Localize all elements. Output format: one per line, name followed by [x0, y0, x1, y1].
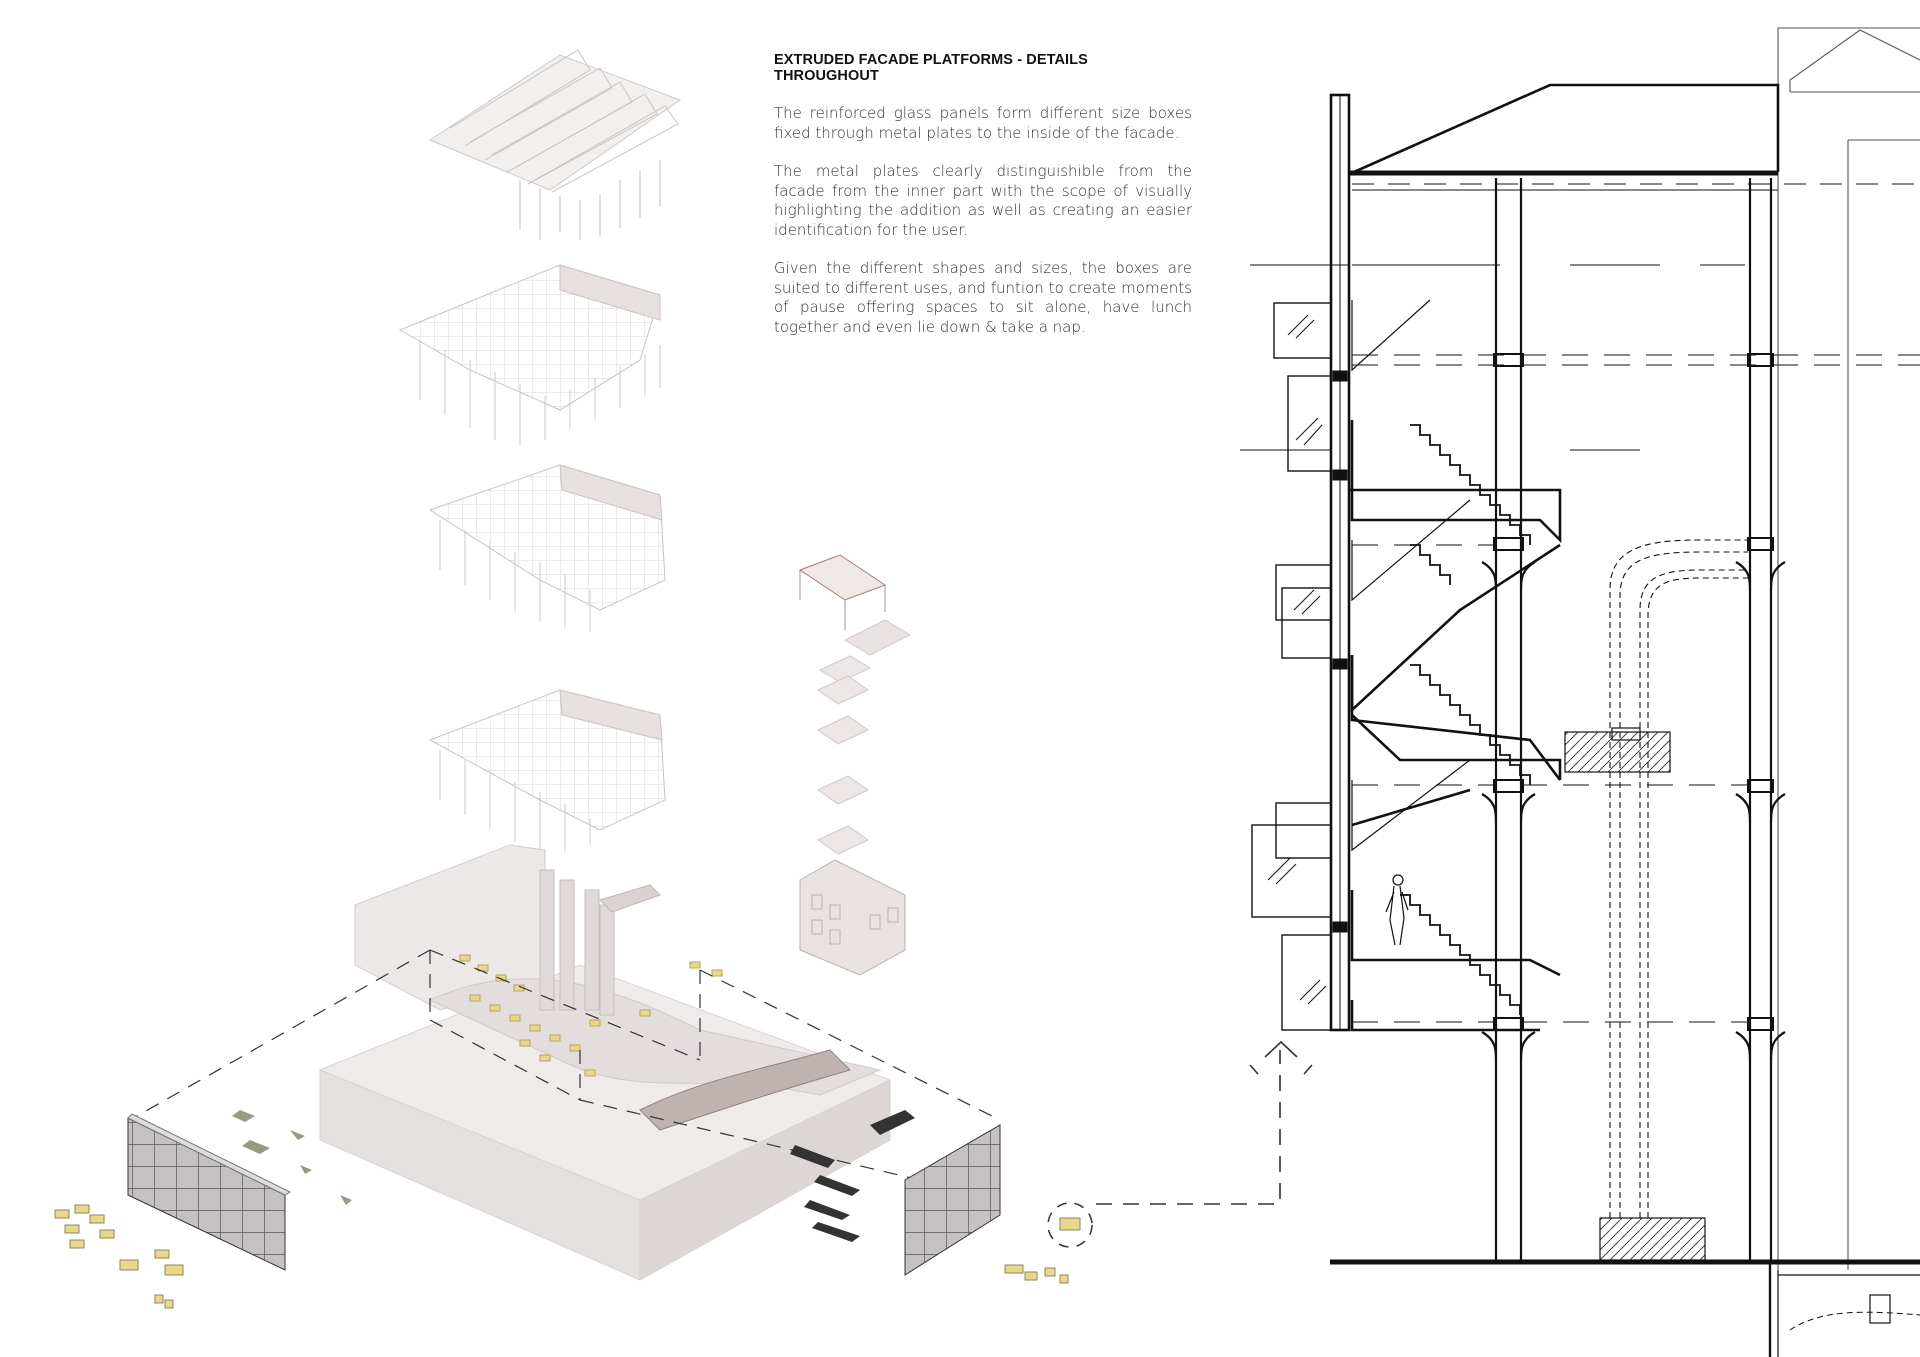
adjacent-building — [1777, 27, 1920, 1270]
duct-lines — [1609, 539, 1748, 1218]
description-paragraph-1: The reinforced glass panels form differe… — [774, 104, 1192, 142]
ground-floor-model — [318, 844, 892, 1281]
description-paragraph-2: The metal plates clearly distinguishible… — [774, 162, 1192, 239]
reference-lines — [1240, 264, 1745, 451]
level-one-model — [428, 689, 666, 852]
furniture-scatter — [54, 1204, 1069, 1309]
facade-panel-left — [127, 1110, 352, 1271]
section-drawing — [1240, 27, 1920, 1357]
section-heading: EXTRUDED FACADE PLATFORMS - DETAILS THRO… — [774, 52, 1088, 84]
landing-platforms — [1564, 727, 1706, 1261]
glass-platform-boxes — [1251, 302, 1332, 1031]
floor-lines — [1352, 354, 1920, 1023]
exploded-guide-lines — [129, 949, 1001, 1181]
description-paragraph-3: Given the different shapes and sizes, th… — [774, 259, 1192, 336]
callout-leader-line — [1096, 1040, 1313, 1205]
person-silhouette-icon — [1385, 874, 1409, 946]
stair-core-exploded — [798, 554, 912, 976]
staircase — [1350, 299, 1562, 1032]
facade-panel-right — [790, 1110, 1001, 1276]
section-roof — [1350, 83, 1920, 191]
exploded-axonometric — [54, 49, 1313, 1309]
description-panel: EXTRUDED FACADE PLATFORMS - DETAILS THRO… — [774, 52, 1192, 356]
roof-level-model — [428, 49, 682, 240]
structural-columns — [1481, 178, 1786, 1262]
facade-wall — [1329, 93, 1351, 1032]
ground-line — [1330, 1259, 1920, 1357]
level-three-model — [398, 264, 661, 445]
detail-callout-marker — [1047, 1202, 1093, 1248]
level-two-model — [428, 464, 666, 632]
